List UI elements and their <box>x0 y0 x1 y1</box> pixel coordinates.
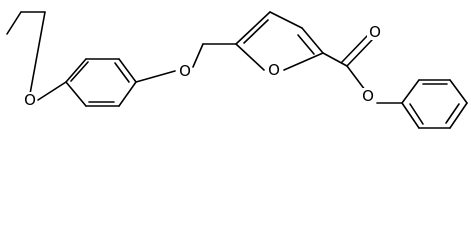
phenyl-bond-3 <box>449 79 468 104</box>
phenyl-double-bond-b <box>445 103 460 124</box>
furan-bond-5 <box>235 43 265 71</box>
carbonyl-oxygen-label: O <box>369 23 381 41</box>
ether-oxygen-middle-label: O <box>179 62 191 80</box>
para-substituted-benzene-ring <box>37 58 137 107</box>
ether-oxygen-left-label: O <box>24 91 36 109</box>
molecule-diagram: O O <box>6 11 468 129</box>
carbonyl-bond-2 <box>341 35 368 63</box>
furan-bond-4 <box>283 52 324 71</box>
ether-oxygen-left-backdrop <box>22 92 38 108</box>
carbon-to-ester-oxygen-bond <box>346 65 366 91</box>
furan-bond-2 <box>269 11 303 29</box>
benzene-bond-7 <box>65 81 87 107</box>
structure-drawing: O O <box>6 11 468 129</box>
ethyl-to-oxygen-bond <box>29 11 46 95</box>
furan-oxygen-backdrop <box>266 62 282 78</box>
phenyl-double-bond-c <box>409 103 424 125</box>
ester-oxygen-backdrop <box>360 88 376 104</box>
benzene-bond-2 <box>65 58 87 83</box>
furan-bond-1 <box>235 11 271 45</box>
carbonyl-bond-1 <box>346 39 373 67</box>
furan-oxygen-label: O <box>268 61 280 79</box>
furan-ring <box>235 11 324 71</box>
phenyl-bond-4 <box>449 102 468 129</box>
oxygen-to-ch2-bond <box>192 43 204 68</box>
furan-double-bond-b <box>297 34 315 55</box>
furan-to-carbonyl-bond <box>322 52 348 67</box>
phenyl-bond-6 <box>401 102 420 129</box>
furan-double-bond-a <box>243 19 269 44</box>
ethyl-terminal-bond <box>6 11 22 35</box>
furan-bond-3 <box>301 27 324 54</box>
carbonyl-oxygen-backdrop <box>367 24 383 40</box>
ethyl-group <box>6 11 46 95</box>
aryl-to-oxygen-bond <box>135 70 176 83</box>
benzene-double-bond-b <box>114 62 130 83</box>
benzene-double-bond-a <box>70 61 89 82</box>
ether-oxygen-middle-backdrop <box>177 63 193 79</box>
benzene-bond-5 <box>118 81 137 107</box>
phenyl-ring <box>376 79 468 129</box>
ester-group <box>322 35 373 91</box>
benzene-bond-1 <box>37 81 67 101</box>
benzene-bond-4 <box>118 58 137 83</box>
phenyl-bond-1 <box>401 79 420 104</box>
ester-oxygen-label: O <box>362 87 374 105</box>
